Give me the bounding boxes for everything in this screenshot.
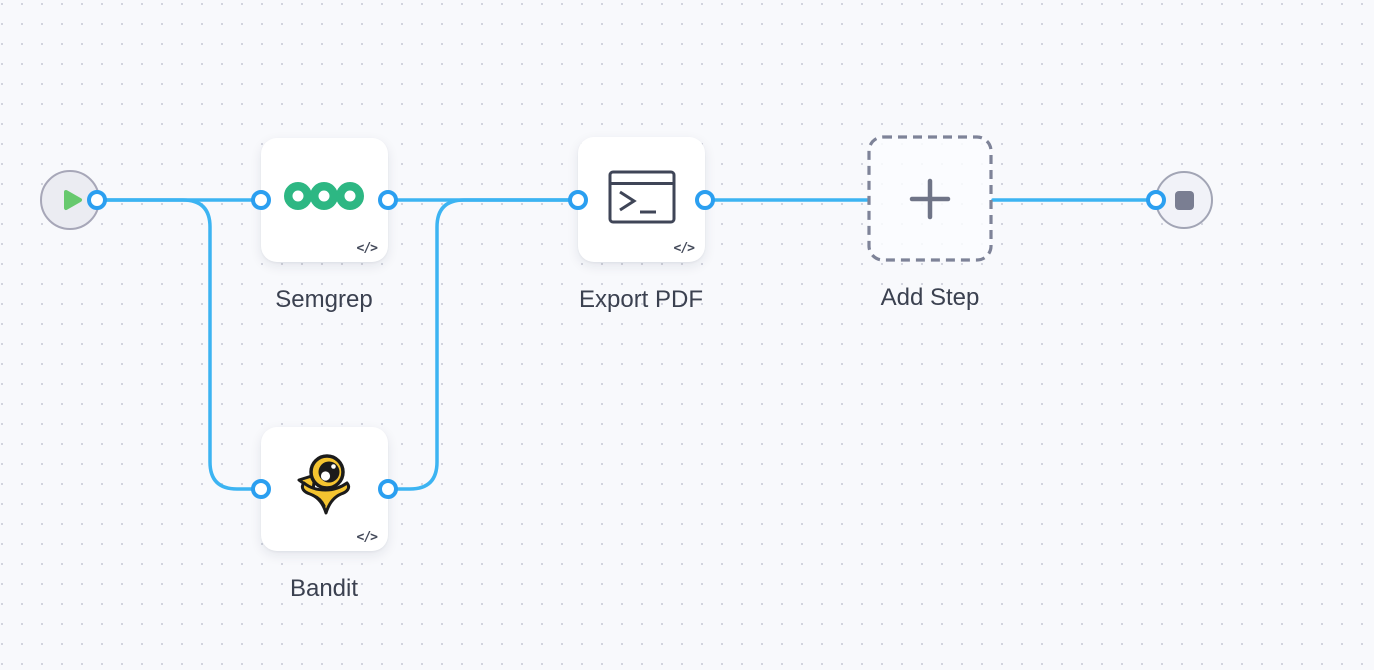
port-start-out[interactable] — [87, 190, 107, 210]
node-label-add-step: Add Step — [880, 284, 980, 311]
code-badge-icon: </> — [356, 530, 379, 545]
node-bandit[interactable]: </> — [261, 427, 388, 551]
plus-icon — [908, 177, 952, 221]
node-label-semgrep: Semgrep — [275, 286, 373, 313]
node-label-export-pdf: Export PDF — [578, 286, 704, 313]
edge-bandit-exportpdf[interactable] — [386, 198, 580, 491]
bandit-logo-icon — [294, 451, 356, 521]
node-add-step[interactable] — [867, 135, 993, 262]
node-label-bandit: Bandit — [289, 575, 359, 602]
port-semgrep-in[interactable] — [251, 190, 271, 210]
port-bandit-in[interactable] — [251, 479, 271, 499]
node-semgrep[interactable]: </> — [261, 138, 388, 262]
port-end-in[interactable] — [1146, 190, 1166, 210]
edge-start-bandit[interactable] — [95, 198, 263, 491]
stop-icon — [1174, 190, 1194, 210]
code-badge-icon: </> — [356, 241, 379, 256]
port-bandit-out[interactable] — [378, 479, 398, 499]
port-export-pdf-out[interactable] — [695, 190, 715, 210]
port-semgrep-out[interactable] — [378, 190, 398, 210]
port-export-pdf-in[interactable] — [568, 190, 588, 210]
node-export-pdf[interactable]: </> — [578, 137, 705, 262]
code-badge-icon: </> — [673, 241, 696, 256]
play-icon — [62, 188, 84, 212]
semgrep-logo-icon — [283, 181, 367, 211]
terminal-icon — [608, 170, 676, 224]
